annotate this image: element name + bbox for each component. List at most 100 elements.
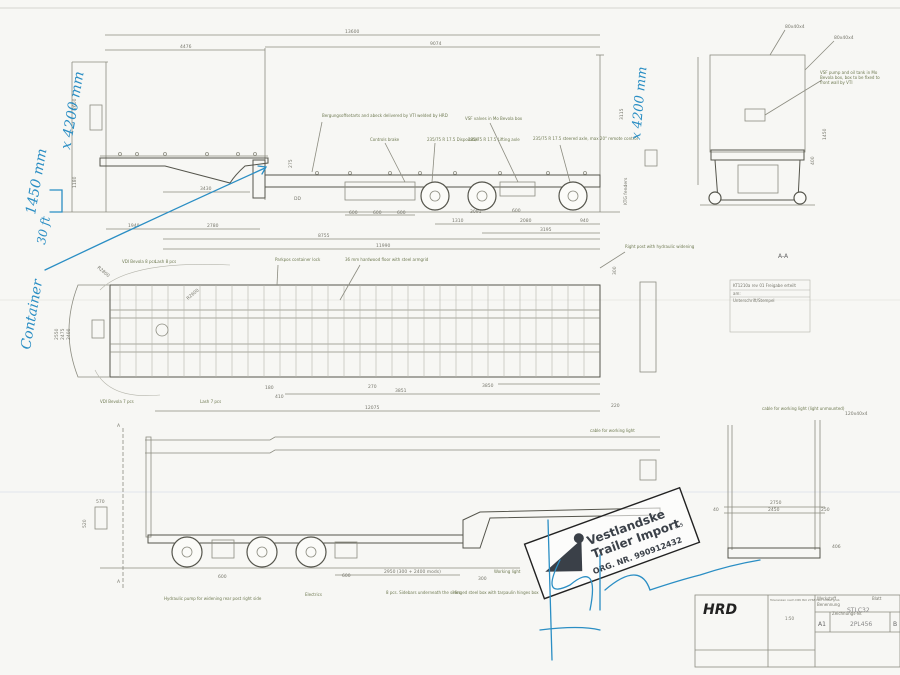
dim-600: 600 xyxy=(218,574,227,580)
dim-2550: 2550 xyxy=(54,328,60,340)
cross-members xyxy=(119,285,585,377)
note-cable: cable for working light xyxy=(590,428,635,433)
note-electrics: Electrics xyxy=(305,592,322,597)
note-80x40-2: 80x40x4 xyxy=(834,35,854,41)
dim-2780: 2780 xyxy=(207,223,219,229)
dim-600: 600 xyxy=(342,573,351,579)
dim-250: 250 xyxy=(821,507,830,513)
dim-220: 220 xyxy=(611,403,620,409)
dim-570: 570 xyxy=(96,499,105,505)
dim-300: 300 xyxy=(612,266,618,275)
dim-3851: 3851 xyxy=(395,388,407,394)
note-rear-fender: KTG fenders xyxy=(623,177,629,205)
note-hinged-box: Hinged steel box with tarpaulin hinges b… xyxy=(453,590,539,595)
paper-format: A1 xyxy=(818,621,826,628)
dim-overall: 13600 xyxy=(345,29,359,35)
dim-rear: 9074 xyxy=(430,41,442,47)
dim-h275: 275 xyxy=(288,159,294,168)
dim-12075: 12075 xyxy=(365,405,379,411)
drawing-number: 2PL456 xyxy=(850,621,872,628)
note-sidebars: 8 pcs. Sidebars underneath the sides xyxy=(386,590,460,595)
dim-520: 520 xyxy=(82,519,88,528)
section-a-bottom: A xyxy=(117,579,121,585)
hrd-logo: HRD xyxy=(703,602,737,618)
designation-label: Benennung xyxy=(817,602,840,607)
sheet-label: Blatt xyxy=(872,596,882,601)
dim-2400: 2400 xyxy=(66,328,72,340)
tolerance-text: Toleranzen nach DIN ISO 2768 fein mittel… xyxy=(769,598,840,602)
scale: 1:50 xyxy=(785,616,794,621)
note-valves: VSF valves in Mo Bevola box xyxy=(465,116,523,121)
dim-8755: 8755 xyxy=(318,233,330,239)
dim-3195: 3195 xyxy=(540,227,552,233)
dim-600: 600 xyxy=(373,210,382,216)
release-line-3: Unterschrift/Stempel xyxy=(733,298,775,303)
dim-2950: 2950 (300 + 2400 mods) xyxy=(384,569,441,575)
release-box: KT1210a rev 01 Freigabe erteilt am: Unte… xyxy=(729,279,811,333)
dim-h3115: 3115 xyxy=(619,108,625,120)
note-parkpos: Parkpos container lock xyxy=(275,257,321,262)
dim-40: 40 xyxy=(713,507,719,513)
release-line-1: KT1210a rev 01 Freigabe erteilt xyxy=(733,283,796,288)
dim-2450: 2450 xyxy=(768,507,780,513)
dim-front: 4476 xyxy=(180,44,192,50)
note-floor: 36 mm hardwood floor with steel armgrid xyxy=(345,257,429,262)
dim-2080: 2080 xyxy=(520,218,532,224)
note-120x40: 120x40x4 xyxy=(845,411,868,417)
material-label: Werkstoff xyxy=(817,596,836,601)
dim-dd: DD xyxy=(294,196,301,202)
side-view-top: 13600 4476 9074 2600 1180 3115 275 xyxy=(60,29,658,250)
dim-1940: 1940 xyxy=(128,223,140,229)
note-hydraulic-pump: Hydraulic pump for widening rear post ri… xyxy=(164,596,262,601)
handwriting-1450mm: 1450 mm xyxy=(23,147,50,215)
dim-r2800: R2800 xyxy=(96,265,111,279)
dim-2475: 2475 xyxy=(60,328,66,340)
note-lash-bottom: Lash 7 pcs xyxy=(200,399,221,404)
signature xyxy=(539,519,761,661)
note-rear-cable: cable for working light (light unmounted… xyxy=(762,406,845,411)
dim-300: 300 xyxy=(478,576,487,582)
company-stamp: Vestlandske Trailer Import a.s ORG. NR. … xyxy=(523,486,701,600)
dim-600: 600 xyxy=(349,210,358,216)
note-axle3: 235/75 R 17.5 steered axle, max 20° remo… xyxy=(533,136,638,141)
release-line-2: am: xyxy=(733,291,741,296)
wheels-top xyxy=(420,181,588,211)
note-fenders-bottom: VDI Bevola 7 pcs xyxy=(100,399,134,404)
note-axle1: 235/75 R 17.5 Disposable xyxy=(427,137,479,142)
wheels-bottom xyxy=(171,536,327,568)
drawing-no-label: Zeichnungs-Nr. xyxy=(832,611,862,616)
dim-600: 600 xyxy=(397,210,406,216)
note-brake: Controls brake xyxy=(370,137,400,142)
note-80x40-1: 80x40x4 xyxy=(785,24,805,30)
dim-3850: 3850 xyxy=(482,383,494,389)
sheet-index: B xyxy=(893,621,897,628)
dim-r2600: R2600 xyxy=(185,287,200,301)
dim-410: 410 xyxy=(275,394,284,400)
dim-406: 406 xyxy=(832,544,841,550)
dim-270: 270 xyxy=(368,384,377,390)
dim-1310: 1310 xyxy=(452,218,464,224)
dim-1450: 1450 xyxy=(822,128,828,140)
note-rear-post: Right post with hydraulic widening xyxy=(625,244,695,249)
plan-view: 2550 2475 2400 3851 3850 12075 180 410 2… xyxy=(54,244,695,412)
dim-11990: 11990 xyxy=(376,243,390,249)
stamp-suffix: a.s xyxy=(674,521,685,531)
side-view-bottom: A A 570 520 600 600 2950 (300 + 2400 mod… xyxy=(82,423,661,601)
dim-h2600: 2600 xyxy=(72,98,78,110)
note-bogie: Bergungsoffsetarts and abeck delivered b… xyxy=(322,113,448,118)
end-view: 80x40x4 80x40x4 VSF pump and oil tank in… xyxy=(697,24,880,206)
note-pump: VSF pump and oil tank in Mo Bevola box, … xyxy=(820,70,880,85)
dim-600: 600 xyxy=(512,208,521,214)
section-label-aa: A-A xyxy=(778,253,789,260)
note-working-light: Working light xyxy=(494,569,521,574)
dim-h1180: 1180 xyxy=(72,176,78,188)
title-block: HRD Toleranzen nach DIN ISO 2768 fein mi… xyxy=(694,594,900,668)
handwriting-container: Container xyxy=(18,277,46,351)
note-lash-top: Lash 8 pcs xyxy=(155,259,176,264)
note-axle2: 235/75 R 17.5 Lifting axle xyxy=(468,137,520,142)
dim-180: 180 xyxy=(265,385,274,391)
dim-3430: 3430 xyxy=(200,186,212,192)
designation: STLC32 xyxy=(847,607,870,614)
